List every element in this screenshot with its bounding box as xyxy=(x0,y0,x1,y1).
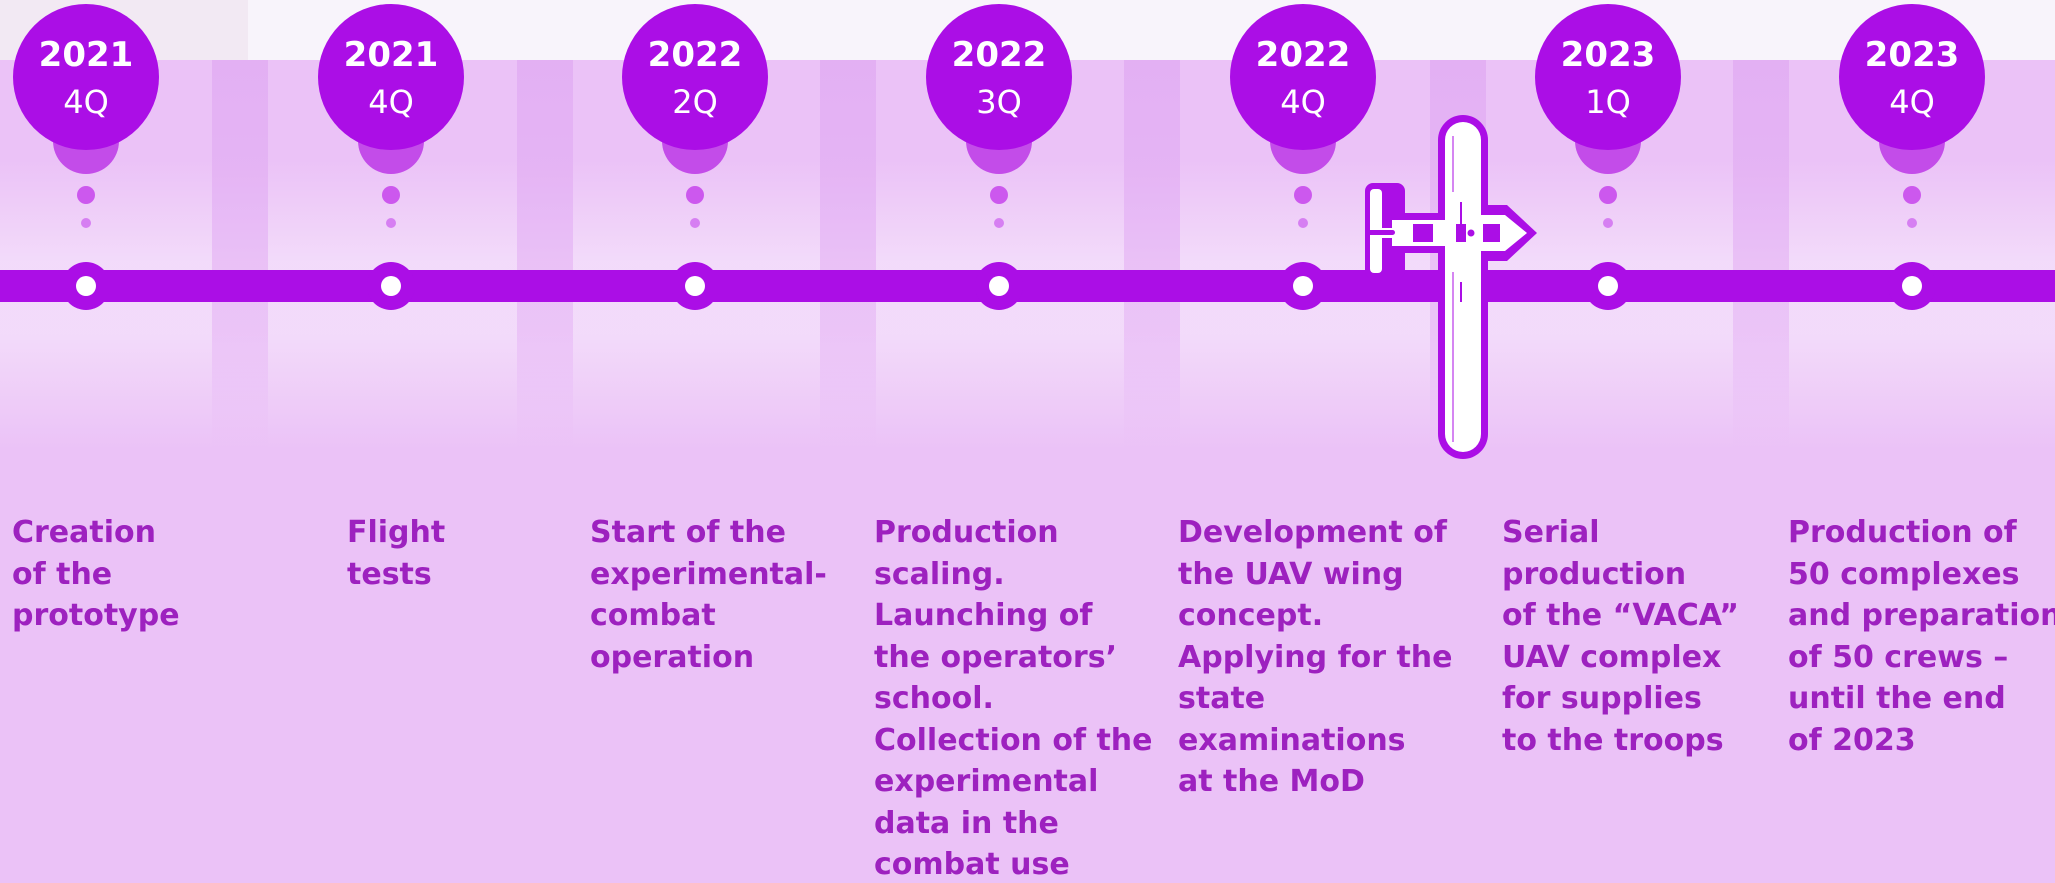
milestone-year: 2021 xyxy=(343,35,439,75)
description-line: the UAV wing xyxy=(1178,556,1404,592)
description-line: concept. xyxy=(1178,598,1324,633)
description-line: Creation xyxy=(12,515,156,550)
milestone-quarter: 4Q xyxy=(1889,83,1935,121)
milestone-quarter: 4Q xyxy=(1280,83,1326,121)
description-line: prototype xyxy=(12,598,180,633)
timeline-node xyxy=(367,262,415,310)
description-line: scaling. xyxy=(874,556,1005,592)
milestone-quarter: 3Q xyxy=(976,83,1022,121)
connector-dot xyxy=(686,186,704,204)
milestone-date-bubble: 2022 4Q xyxy=(1230,4,1376,150)
description-line: and preparation xyxy=(1788,598,2055,633)
milestone-date-bubble: 2023 4Q xyxy=(1839,4,1985,150)
description-line: the operators’ xyxy=(874,639,1117,675)
description-line: data in the xyxy=(874,805,1059,841)
milestone-year: 2021 xyxy=(38,35,134,75)
connector-dot-small xyxy=(1603,218,1613,228)
connector-dot xyxy=(1903,186,1921,204)
track-glow xyxy=(0,160,2055,450)
timeline-node xyxy=(1584,262,1632,310)
description-line: combat use xyxy=(874,847,1070,882)
description-line: Production xyxy=(874,515,1059,550)
timeline-node xyxy=(975,262,1023,310)
timeline-track xyxy=(0,270,2055,302)
connector-dot-small xyxy=(1298,218,1308,228)
milestone-date-bubble: 2022 2Q xyxy=(622,4,768,150)
description-line: production xyxy=(1502,556,1687,592)
milestone-description: Creation of the prototype xyxy=(12,512,180,637)
column-stripe xyxy=(820,60,876,450)
milestone-description: Serial production of the “VACA” UAV complex… xyxy=(1502,512,1739,761)
description-line: state xyxy=(1178,681,1266,716)
milestone-description: Production of 50 complexes and preparation… xyxy=(1788,512,2055,761)
description-line: of the “VACA” xyxy=(1502,598,1739,633)
connector-dot xyxy=(382,186,400,204)
milestone-year: 2023 xyxy=(1864,35,1960,75)
connector-dot-small xyxy=(81,218,91,228)
description-line: 50 complexes xyxy=(1788,556,2020,592)
description-line: of 2023 xyxy=(1788,722,1916,758)
description-line: Collection of the xyxy=(874,722,1153,758)
drone-icon xyxy=(1365,115,1537,459)
description-line: Development of xyxy=(1178,515,1447,550)
description-line: Flight xyxy=(347,515,446,550)
connector-dot-small xyxy=(690,218,700,228)
milestone-year: 2022 xyxy=(951,35,1047,75)
milestone-year: 2022 xyxy=(647,35,743,75)
column-stripe xyxy=(517,60,573,450)
description-line: to the troops xyxy=(1502,722,1724,758)
description-line: school. xyxy=(874,681,994,716)
milestone-date-bubble: 2022 3Q xyxy=(926,4,1072,150)
description-line: tests xyxy=(347,556,432,592)
connector-dot xyxy=(1294,186,1312,204)
description-line: Serial xyxy=(1502,515,1600,550)
connector-dot-small xyxy=(386,218,396,228)
milestone-quarter: 2Q xyxy=(672,83,718,121)
timeline-node xyxy=(1279,262,1327,310)
milestone-description: Production scaling. Launching of the operat… xyxy=(874,512,1153,883)
description-line: operation xyxy=(590,639,755,675)
description-line: Launching of xyxy=(874,598,1093,633)
milestone-year: 2023 xyxy=(1560,35,1656,75)
description-line: experimental- xyxy=(590,556,827,592)
column-stripe xyxy=(212,60,268,450)
description-line: at the MoD xyxy=(1178,764,1365,799)
timeline-node xyxy=(671,262,719,310)
description-line: of the xyxy=(12,556,113,592)
timeline-node xyxy=(1888,262,1936,310)
milestone-date-bubble: 2021 4Q xyxy=(13,4,159,150)
milestone-quarter: 4Q xyxy=(368,83,414,121)
description-line: of 50 crews – xyxy=(1788,639,2009,675)
connector-dot xyxy=(1599,186,1617,204)
description-line: until the end xyxy=(1788,681,2006,716)
milestone-date-bubble: 2021 4Q xyxy=(318,4,464,150)
connector-dot xyxy=(77,186,95,204)
description-line: Applying for the xyxy=(1178,639,1453,675)
milestone-quarter: 1Q xyxy=(1585,83,1631,121)
header-band xyxy=(248,0,2055,60)
description-line: Start of the xyxy=(590,515,786,550)
connector-dot-small xyxy=(994,218,1004,228)
milestone-description: Development of the UAV wing concept. Applyi… xyxy=(1178,512,1453,803)
milestone-year: 2022 xyxy=(1255,35,1351,75)
column-stripe xyxy=(1124,60,1180,450)
milestone-quarter: 4Q xyxy=(63,83,109,121)
milestone-description: Start of the experimental-combat operation xyxy=(590,512,827,678)
timeline-node xyxy=(62,262,110,310)
milestone-date-bubble: 2023 1Q xyxy=(1535,4,1681,150)
description-line: examinations xyxy=(1178,722,1406,758)
description-line: combat xyxy=(590,598,716,633)
connector-dot xyxy=(990,186,1008,204)
column-stripe xyxy=(1733,60,1789,450)
description-line: experimental xyxy=(874,764,1099,799)
description-line: Production of xyxy=(1788,515,2017,550)
description-line: UAV complex xyxy=(1502,639,1722,675)
connector-dot-small xyxy=(1907,218,1917,228)
description-line: for supplies xyxy=(1502,681,1702,716)
milestone-description: Flight tests xyxy=(347,512,445,595)
